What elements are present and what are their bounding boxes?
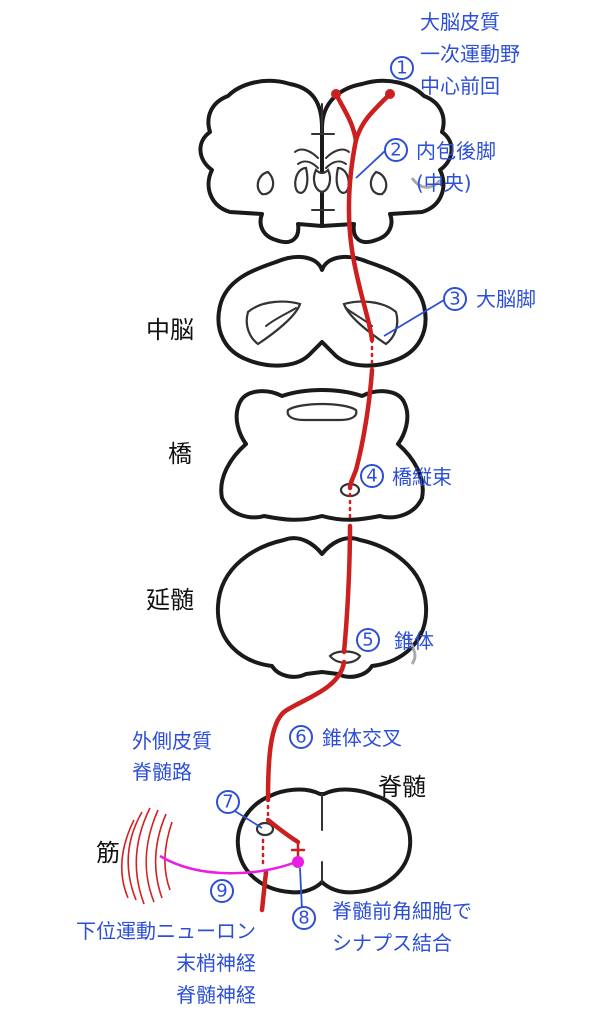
internal-capsule-label-line-1: 内包後脚 — [416, 139, 496, 163]
midbrain-label: 中脳 — [146, 316, 194, 344]
svg-text:6: 6 — [295, 727, 306, 748]
marker-1: 1 — [390, 56, 414, 80]
cortex-label-line-3: 中心前回 — [420, 74, 500, 98]
marker-5: 5 — [356, 628, 380, 652]
lower-motor-label-line-1: 下位運動ニューロン — [76, 919, 256, 943]
lateral-tract-label-line-1: 外側皮質 — [132, 729, 212, 753]
marker-3: 3 — [443, 287, 467, 311]
anterior-horn-cell — [292, 856, 304, 868]
marker-9: 9 — [210, 879, 234, 903]
decussation-label: 錐体交叉 — [322, 726, 402, 750]
svg-text:5: 5 — [362, 630, 373, 651]
lateral-tract-label-line-2: 脊髄路 — [132, 760, 192, 784]
svg-text:8: 8 — [298, 908, 309, 929]
corticospinal-tract — [259, 89, 395, 913]
muscle-illustration — [120, 807, 173, 905]
lower-motor-label-line-2: 末梢神経 — [176, 951, 256, 975]
pons-section — [219, 388, 425, 522]
cerebrum-section — [198, 78, 454, 244]
marker-2: 2 — [384, 138, 408, 162]
synapse-label-line-1: 脊髄前角細胞で — [332, 899, 472, 923]
spinal-cord-label: 脊髄 — [378, 773, 426, 801]
marker-4: 4 — [360, 464, 384, 488]
cortex-label-line-1: 大脳皮質 — [420, 10, 500, 34]
svg-text:3: 3 — [449, 289, 460, 310]
marker-8: 8 — [292, 906, 316, 930]
cortex-label-line-2: 一次運動野 — [420, 42, 520, 66]
marker-7: 7 — [216, 790, 240, 814]
svg-text:7: 7 — [222, 792, 233, 813]
svg-text:1: 1 — [396, 58, 407, 79]
peripheral-nerve — [159, 854, 304, 875]
synapse-label-line-2: シナプス結合 — [332, 931, 452, 955]
svg-text:4: 4 — [366, 466, 377, 487]
marker-6: 6 — [289, 725, 313, 749]
muscle-label: 筋 — [96, 839, 120, 867]
cerebral-peduncle-label: 大脳脚 — [476, 287, 536, 311]
svg-text:9: 9 — [216, 881, 227, 902]
midbrain-section — [216, 254, 428, 368]
lower-motor-label-line-3: 脊髄神経 — [176, 983, 256, 1007]
leader-lines — [229, 149, 445, 911]
medulla-label: 延髄 — [146, 586, 194, 614]
internal-capsule-label-line-2: (中央) — [416, 171, 472, 195]
pontine-tract-label: 橋縦束 — [392, 465, 452, 489]
pons-label: 橋 — [168, 440, 192, 468]
svg-text:2: 2 — [390, 140, 401, 161]
medulla-section — [215, 536, 429, 679]
pyramid-label: 錐体 — [394, 629, 434, 653]
